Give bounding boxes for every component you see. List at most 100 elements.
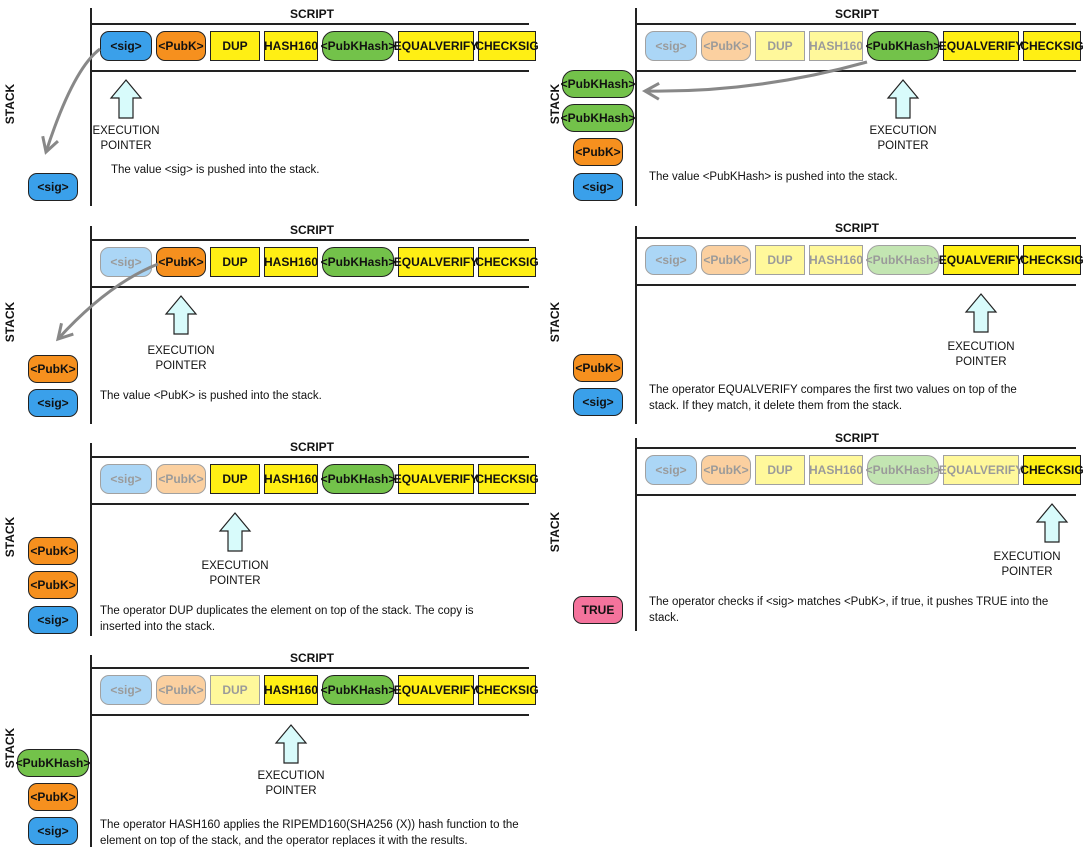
script-token-checksig: CHECKSIG	[475, 247, 539, 277]
script-token-pubkhash: <PubKHash>	[866, 245, 940, 275]
script-token-pubk: <PubK>	[156, 247, 206, 277]
script-token-sig: <sig>	[100, 31, 152, 61]
pointer-label-line1: EXECUTION	[201, 560, 269, 572]
pointer-label-line1: EXECUTION	[147, 345, 215, 357]
stack-item-pubk: <PubK>	[28, 355, 78, 383]
pointer-label-line1: EXECUTION	[92, 125, 160, 137]
script-token-pubk: <PubK>	[701, 455, 751, 485]
pointer-label-line2: POINTER	[877, 140, 929, 152]
step-description: The value <PubK> is pushed into the stac…	[100, 390, 322, 402]
script-top-line	[637, 237, 1076, 239]
script-token-pubkhash: <PubKHash>	[866, 455, 940, 485]
script-token-equalverify: EQUALVERIFY	[939, 455, 1023, 485]
script-bottom-line	[637, 494, 1076, 496]
script-token-equalverify: EQUALVERIFY	[394, 675, 478, 705]
script-top-line	[92, 239, 529, 241]
pointer-label-line1: EXECUTION	[993, 551, 1061, 563]
script-token-sig: <sig>	[645, 245, 697, 275]
script-token-equalverify: EQUALVERIFY	[939, 31, 1023, 61]
stack-item-sig: <sig>	[573, 388, 623, 416]
script-top-line	[637, 447, 1076, 449]
script-token-pubkhash: <PubKHash>	[321, 675, 395, 705]
stack-item-sig: <sig>	[28, 817, 78, 845]
script-token-dup: DUP	[210, 247, 260, 277]
stack-item-pubkhash: <PubKHash>	[561, 104, 635, 132]
execution-pointer-arrow	[964, 293, 998, 333]
script-top-line	[92, 667, 529, 669]
execution-pointer-arrow	[41, 47, 143, 155]
stack-divider	[90, 226, 92, 424]
script-token-dup: DUP	[210, 675, 260, 705]
stack-item-sig: <sig>	[28, 173, 78, 201]
step-description: The value <PubKHash> is pushed into the …	[649, 171, 898, 183]
pointer-arrow-shape	[1035, 503, 1069, 543]
script-token-hash160: HASH160	[809, 31, 863, 61]
pointer-label-line2: POINTER	[265, 785, 317, 797]
script-token-checksig: CHECKSIG	[1020, 245, 1084, 275]
script-token-checksig: CHECKSIG	[475, 675, 539, 705]
step-description: The operator checks if <sig> matches <Pu…	[649, 596, 1049, 624]
execution-pointer-label: EXECUTION POINTER	[71, 124, 181, 154]
execution-pointer-arrow	[218, 512, 252, 552]
pointer-arrow-shape	[164, 295, 198, 335]
script-token-hash160: HASH160	[264, 247, 318, 277]
script-title: SCRIPT	[835, 221, 880, 235]
script-title: SCRIPT	[835, 431, 880, 445]
script-token-hash160: HASH160	[809, 455, 863, 485]
script-title: SCRIPT	[290, 223, 335, 237]
stack-divider	[635, 226, 637, 424]
pointer-arrow-shape	[218, 512, 252, 552]
script-token-checksig: CHECKSIG	[475, 31, 539, 61]
script-title: SCRIPT	[835, 7, 880, 21]
stack-item-sig: <sig>	[28, 606, 78, 634]
execution-pointer-label: EXECUTION POINTER	[236, 769, 346, 799]
pointer-label-line2: POINTER	[100, 140, 152, 152]
stack-item-pubk: <PubK>	[573, 354, 623, 382]
script-token-checksig: CHECKSIG	[1020, 455, 1084, 485]
script-token-sig: <sig>	[100, 675, 152, 705]
script-token-checksig: CHECKSIG	[475, 464, 539, 494]
script-token-sig: <sig>	[645, 455, 697, 485]
script-bottom-line	[637, 70, 1076, 72]
execution-pointer-label: EXECUTION POINTER	[180, 559, 290, 589]
stack-item-pubkhash: <PubKHash>	[561, 70, 635, 98]
pointer-arrow-shape	[109, 79, 143, 119]
script-bottom-line	[92, 714, 529, 716]
push-arrow	[644, 60, 868, 93]
script-top-line	[92, 456, 529, 458]
script-token-pubk: <PubK>	[156, 464, 206, 494]
push-arrow	[44, 47, 101, 153]
execution-pointer-label: EXECUTION POINTER	[848, 124, 958, 154]
pointer-label-line2: POINTER	[209, 575, 261, 587]
stack-divider	[635, 438, 637, 631]
push-arrow-head	[55, 322, 74, 342]
stack-item-pubk: <PubK>	[28, 783, 78, 811]
script-token-dup: DUP	[210, 31, 260, 61]
stack-item-pubkhash: <PubKHash>	[16, 749, 90, 777]
execution-pointer-arrow	[1035, 503, 1069, 543]
script-top-line	[637, 23, 1076, 25]
script-token-dup: DUP	[755, 455, 805, 485]
stack-item-sig: <sig>	[28, 389, 78, 417]
script-title: SCRIPT	[290, 7, 335, 21]
execution-pointer-arrow	[274, 724, 308, 764]
push-arrow-head	[641, 81, 660, 101]
script-token-pubk: <PubK>	[156, 31, 206, 61]
script-token-equalverify: EQUALVERIFY	[939, 245, 1023, 275]
pointer-arrow-shape	[964, 293, 998, 333]
script-token-dup: DUP	[755, 245, 805, 275]
pointer-arrow-shape	[886, 79, 920, 119]
script-token-sig: <sig>	[645, 31, 697, 61]
pointer-label-line1: EXECUTION	[257, 770, 325, 782]
execution-pointer-arrow	[55, 262, 198, 342]
script-token-hash160: HASH160	[809, 245, 863, 275]
pointer-label-line1: EXECUTION	[869, 125, 937, 137]
